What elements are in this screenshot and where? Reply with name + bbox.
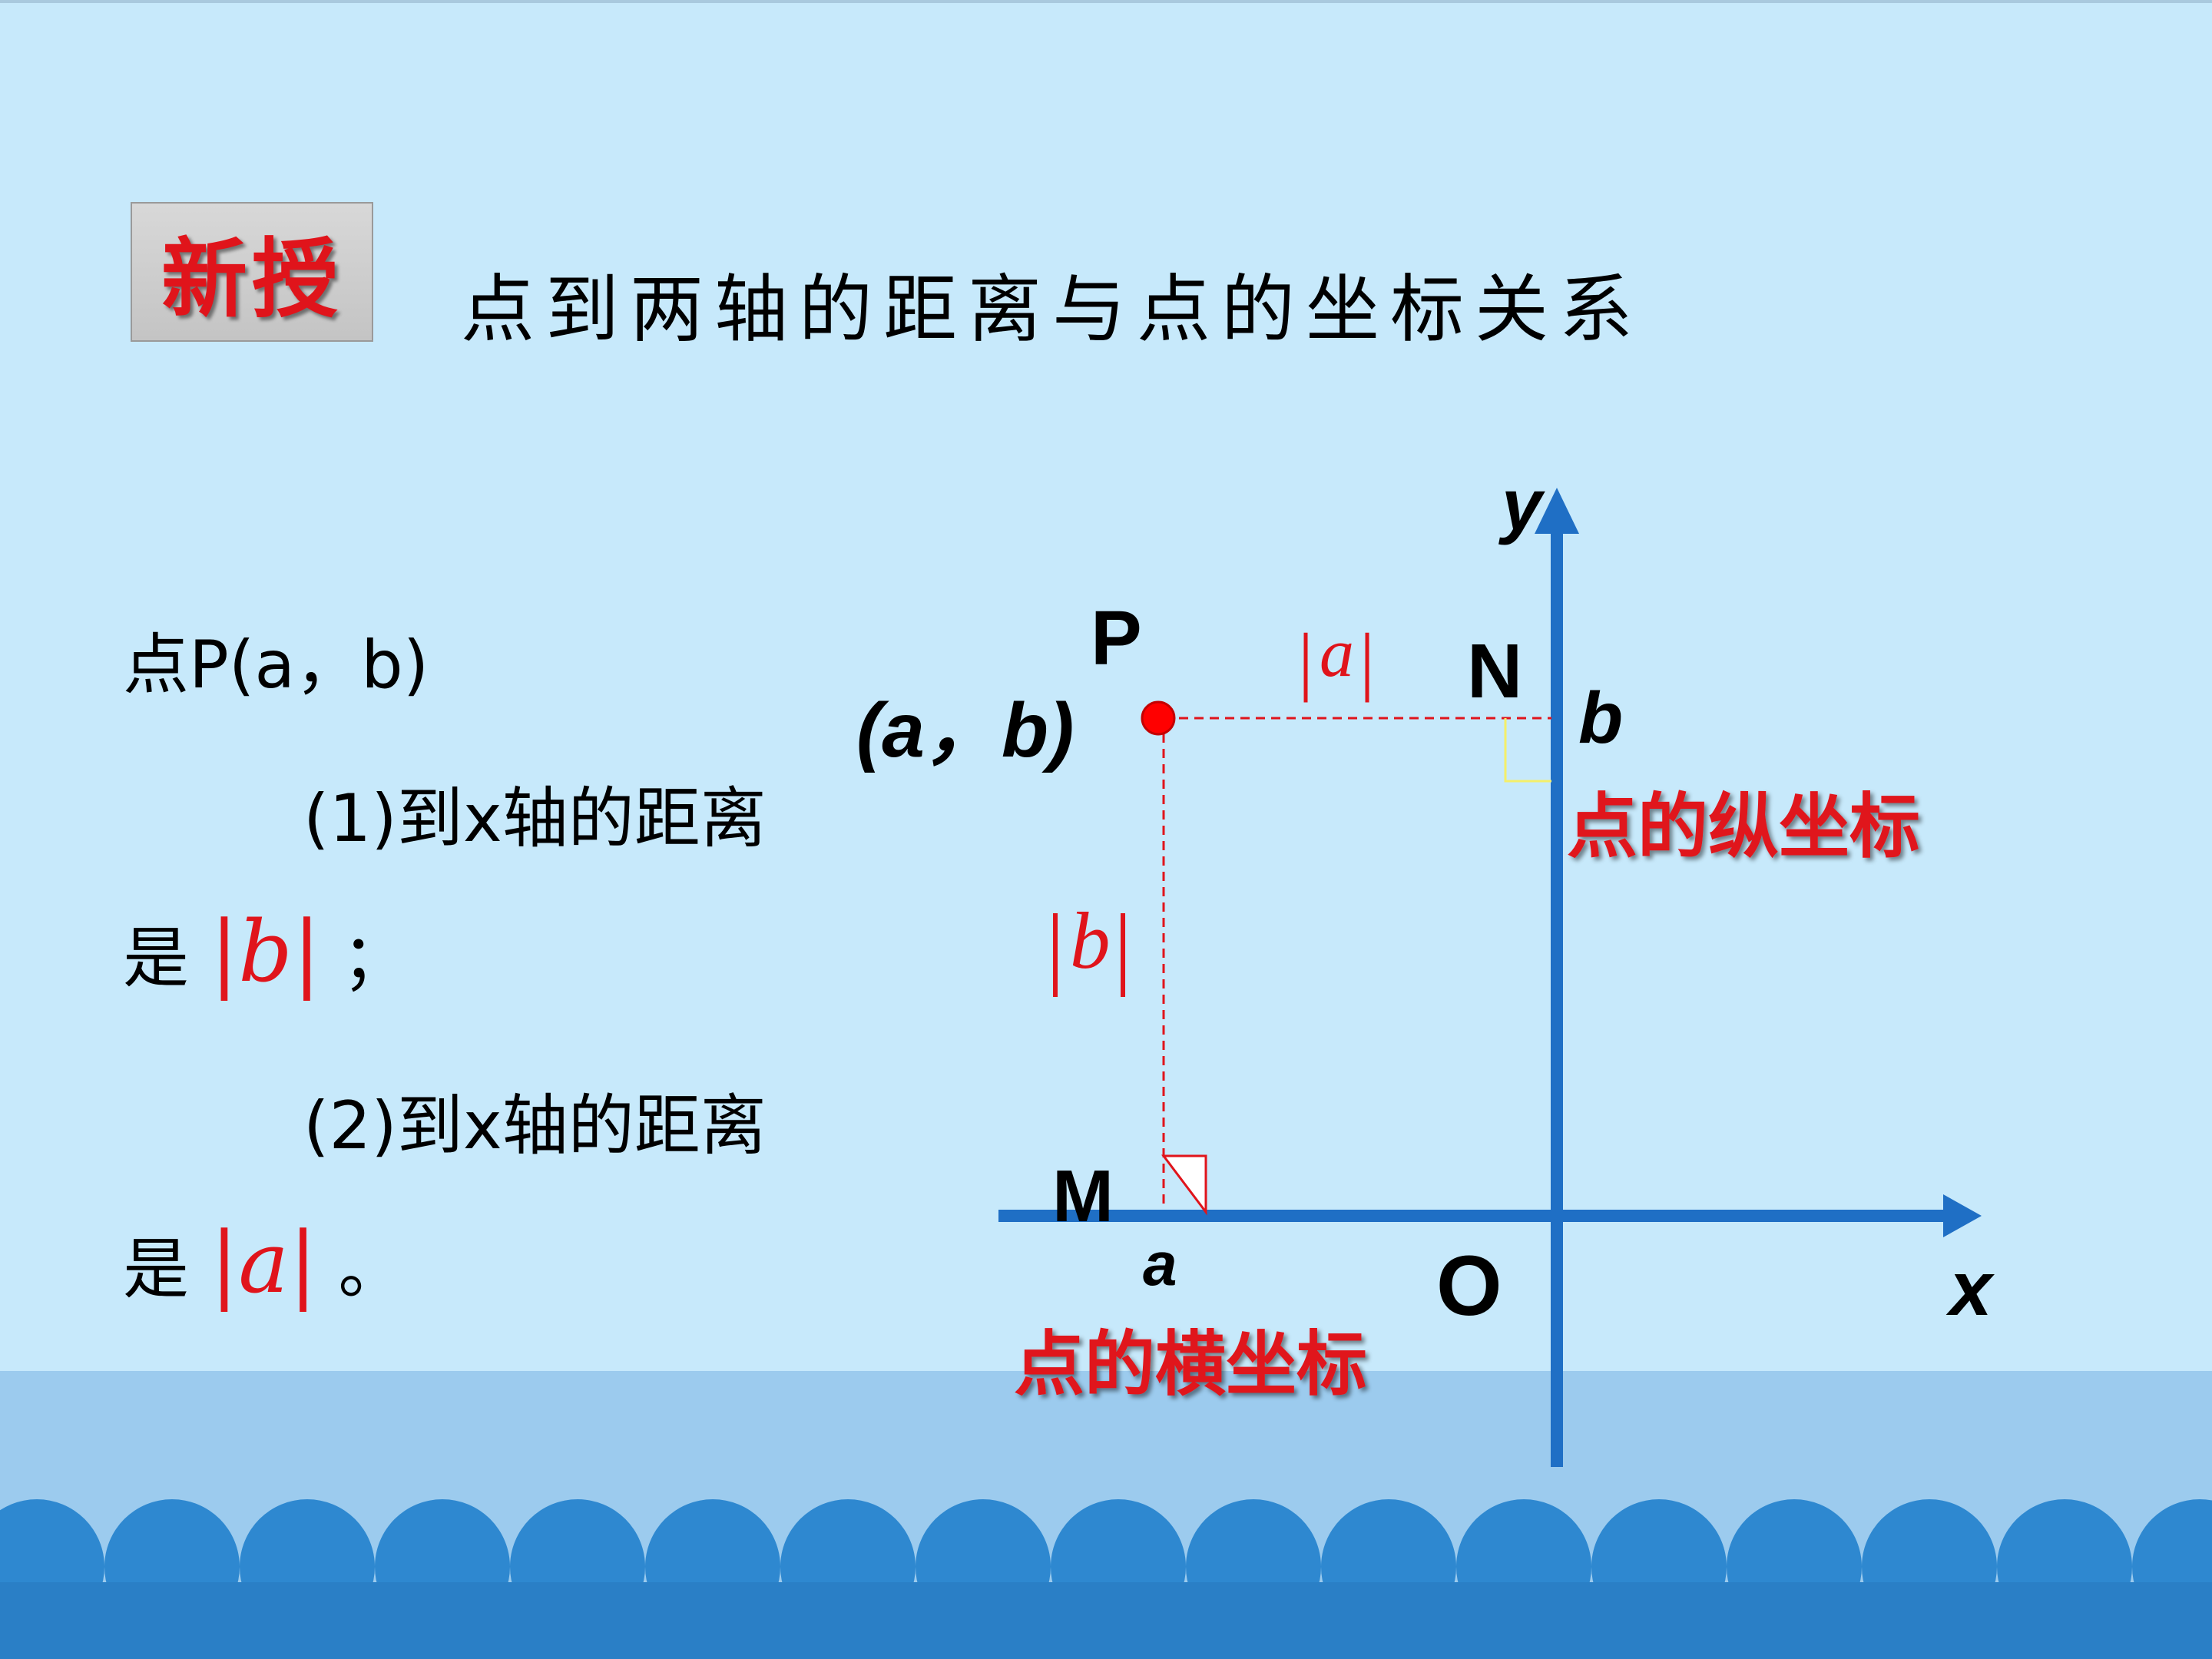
item1-result-suffix: ； — [342, 920, 409, 997]
abs-a-value: a — [1320, 615, 1354, 691]
abs-a-right-bar: | — [1359, 618, 1375, 703]
slide-heading: 点到两轴的距离与点的坐标关系 — [461, 267, 1644, 353]
item1-result: 是 |b| ； — [123, 902, 408, 1001]
item1-text: (1)到x轴的距离 — [303, 780, 767, 857]
item2-result: 是 |a| 。 — [123, 1214, 404, 1312]
abs-b-right-bar: | — [1114, 895, 1132, 997]
item1-result-prefix: 是 — [123, 920, 189, 997]
item2-text: (2)到x轴的距离 — [303, 1088, 767, 1164]
new-lesson-badge: 新授 — [131, 202, 373, 342]
item1-abs-value: |b| — [210, 902, 321, 1001]
abs-b-left-bar: | — [1046, 895, 1065, 997]
item2-abs-value: |a| — [210, 1214, 318, 1312]
y-axis-label: y — [1498, 465, 1545, 546]
abs-a-left-bar: | — [1298, 618, 1313, 703]
y-coordinate-caption: 点的纵坐标 — [1567, 785, 1920, 868]
top-rule — [0, 0, 2212, 3]
origin-label: O — [1436, 1239, 1502, 1333]
point-p-marker — [1141, 700, 1176, 736]
wave-pattern — [0, 1499, 2212, 1659]
point-m-label: M — [1052, 1155, 1114, 1237]
x-value-label: a — [1143, 1230, 1177, 1298]
y-axis-arrow — [1535, 488, 1579, 534]
point-p-label: P — [1091, 595, 1142, 681]
item2-result-suffix: 。 — [338, 1231, 405, 1308]
x-coordinate-caption: 点的横坐标 — [1014, 1323, 1367, 1406]
x-axis-arrow — [1943, 1194, 1982, 1237]
item2-result-prefix: 是 — [123, 1231, 189, 1308]
right-angle-mark-n — [1504, 718, 1551, 783]
abs-b-value: b — [1070, 896, 1111, 985]
right-angle-mark-m — [1161, 1154, 1207, 1216]
wave-base — [0, 1582, 2212, 1659]
y-value-label: b — [1578, 677, 1623, 759]
x-axis-label: x — [1945, 1246, 1995, 1332]
point-p-text: 点P(a，b) — [123, 627, 429, 704]
point-p-coordinate: (a，b) — [856, 687, 1074, 773]
badge-label: 新授 — [161, 229, 343, 329]
point-n-label: N — [1467, 628, 1522, 714]
